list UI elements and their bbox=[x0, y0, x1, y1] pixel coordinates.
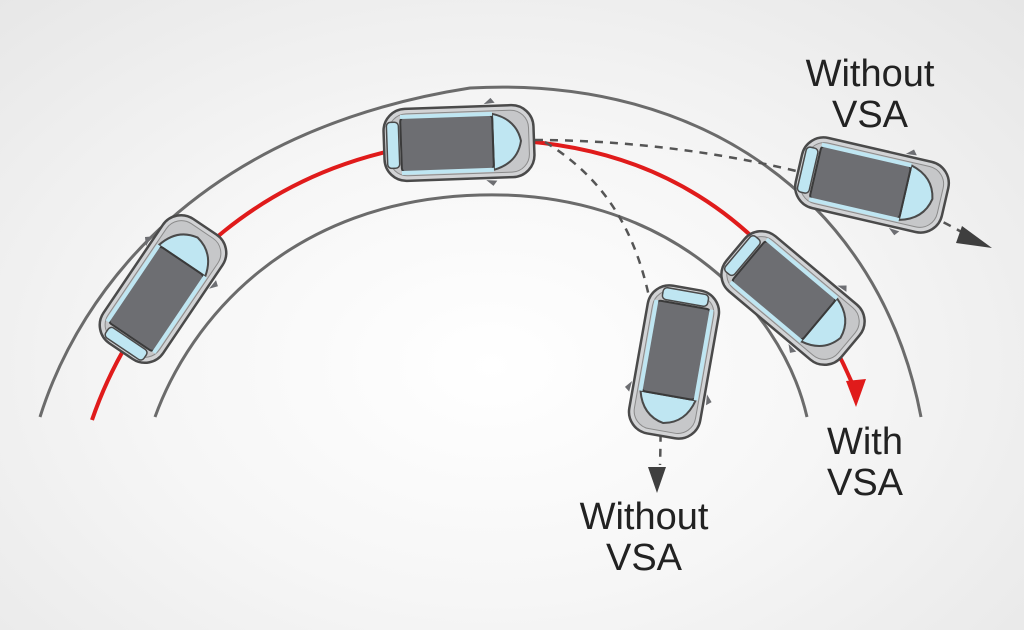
car-icon bbox=[705, 214, 881, 382]
with-vsa-label-line2: VSA bbox=[826, 462, 904, 504]
car-icon bbox=[787, 123, 957, 247]
with-vsa-arrow-icon bbox=[846, 379, 866, 407]
without-vsa-path-inward bbox=[544, 140, 662, 466]
without-vsa-label-top: Without VSA bbox=[770, 54, 970, 136]
without-vsa-label-top-line1: Without bbox=[805, 53, 935, 95]
car-icon bbox=[383, 96, 536, 189]
car-icon bbox=[615, 278, 733, 446]
without-vsa-label-bottom-line2: VSA bbox=[605, 537, 683, 579]
without-vsa-arrow-icon-outward bbox=[956, 226, 992, 248]
without-vsa-label-top-line2: VSA bbox=[831, 94, 909, 136]
road-outer-edge bbox=[38, 85, 923, 418]
without-vsa-label-bottom: Without VSA bbox=[544, 497, 744, 579]
with-vsa-label: With VSA bbox=[780, 422, 950, 504]
without-vsa-arrow-icon-inward bbox=[648, 467, 666, 493]
without-vsa-label-bottom-line1: Without bbox=[579, 496, 709, 538]
with-vsa-label-line1: With bbox=[827, 421, 903, 463]
car-icon bbox=[82, 200, 244, 378]
